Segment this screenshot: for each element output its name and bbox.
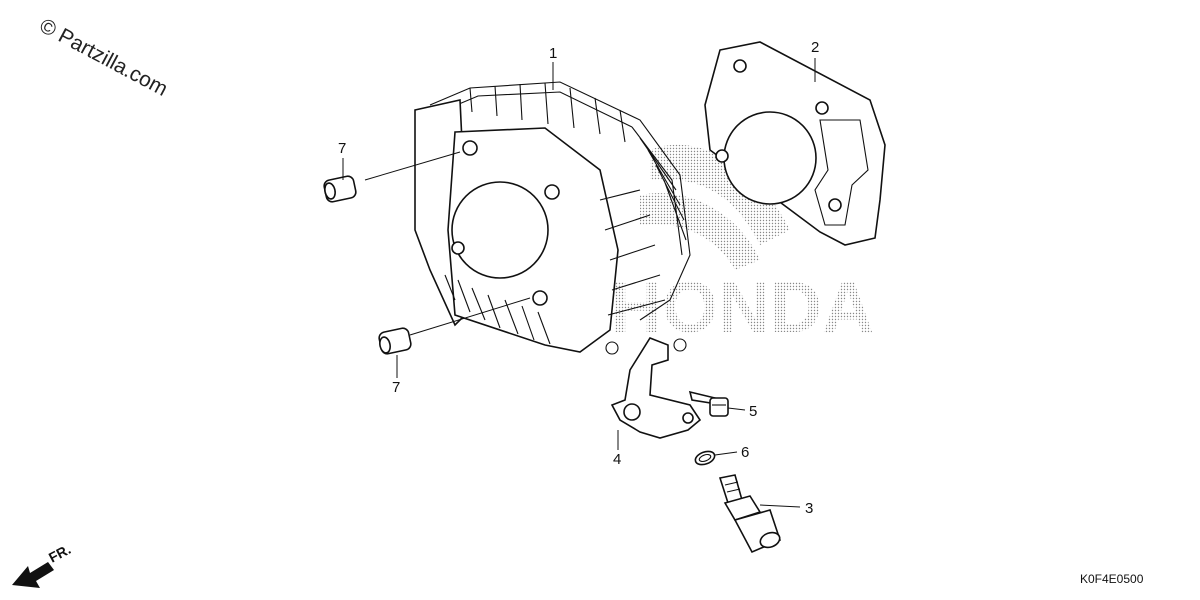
- washer-part[interactable]: [694, 449, 717, 467]
- leader-lines: [342, 58, 816, 508]
- sensor-part[interactable]: [718, 474, 782, 554]
- callout-1: 1: [549, 45, 557, 62]
- cylinder-part[interactable]: [414, 81, 691, 355]
- callout-7-lower: 7: [392, 379, 400, 396]
- dowel-pin-upper[interactable]: [323, 175, 357, 203]
- diagram-code: K0F4E0500: [1080, 572, 1144, 586]
- callout-5: 5: [749, 403, 757, 420]
- brand-watermark: HONDA: [610, 268, 874, 348]
- honda-wing-watermark: HONDA: [610, 144, 874, 348]
- callout-6: 6: [741, 444, 749, 461]
- callout-3: 3: [805, 500, 813, 517]
- gasket-part[interactable]: [704, 41, 886, 246]
- callout-4: 4: [613, 451, 621, 468]
- bracket-part[interactable]: [610, 337, 702, 439]
- callout-7-upper: 7: [338, 140, 346, 157]
- bolt-part[interactable]: [688, 390, 729, 417]
- direction-label: FR.: [46, 541, 73, 566]
- dowel-pin-lower[interactable]: [378, 327, 412, 355]
- callout-2: 2: [811, 39, 819, 56]
- front-direction-arrow: FR.: [12, 541, 73, 588]
- watermark-text: © Partzilla.com: [36, 14, 172, 101]
